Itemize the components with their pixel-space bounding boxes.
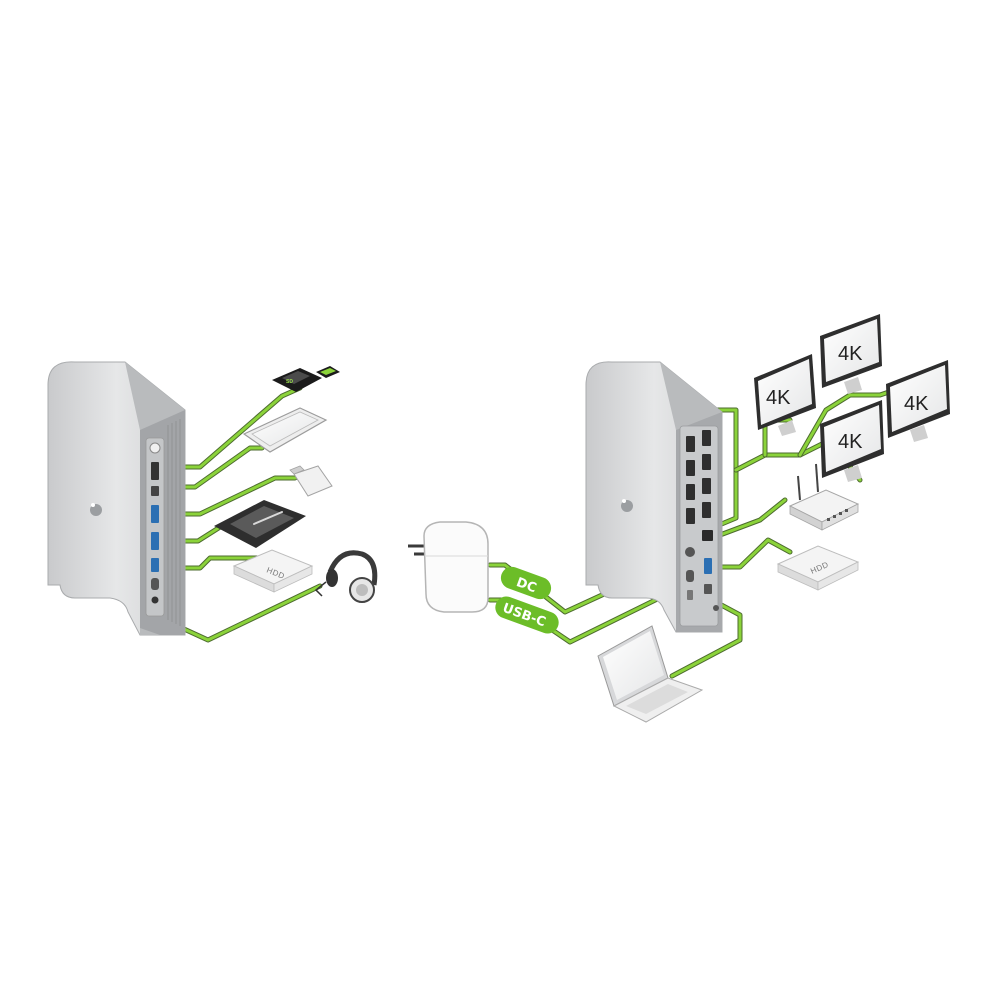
microsd-card-icon: [316, 366, 340, 378]
monitor-4k-icon-3: 4K: [886, 360, 950, 442]
sd-card-label: SD: [286, 379, 293, 385]
monitor-4k-icon-2: 4K: [820, 314, 882, 394]
usb-flash-drive-icon: [289, 465, 333, 497]
power-adapter-icon: [408, 521, 489, 613]
logo-icon: [90, 503, 102, 516]
sd-card-icon: SD: [272, 368, 322, 392]
tablet-icon: [242, 407, 328, 453]
dc-label-pill: DC: [500, 566, 552, 600]
cable-hdd-right: [711, 537, 793, 570]
monitor-label-3: 4K: [904, 393, 929, 415]
laptop-icon: [597, 625, 704, 723]
monitor-4k-icon-1: 4K: [754, 354, 816, 436]
headphones-icon: [314, 550, 378, 603]
monitor-label-2: 4K: [838, 343, 863, 365]
monitor-label-1: 4K: [766, 387, 791, 409]
monitor-label-4: 4K: [838, 431, 863, 453]
dc-label: DC: [514, 575, 538, 596]
router-icon: [788, 463, 860, 531]
drawing-tablet-icon: [214, 500, 306, 548]
dock-front-icon: [47, 361, 186, 636]
monitor-4k-icon-4: 4K: [820, 400, 884, 482]
cable-router: [709, 497, 788, 541]
hdd-icon: HDD: [232, 549, 314, 593]
hdd-right-icon: HDD: [776, 545, 860, 591]
dock-rear-icon: [585, 361, 723, 633]
cable-laptop: [669, 597, 743, 679]
